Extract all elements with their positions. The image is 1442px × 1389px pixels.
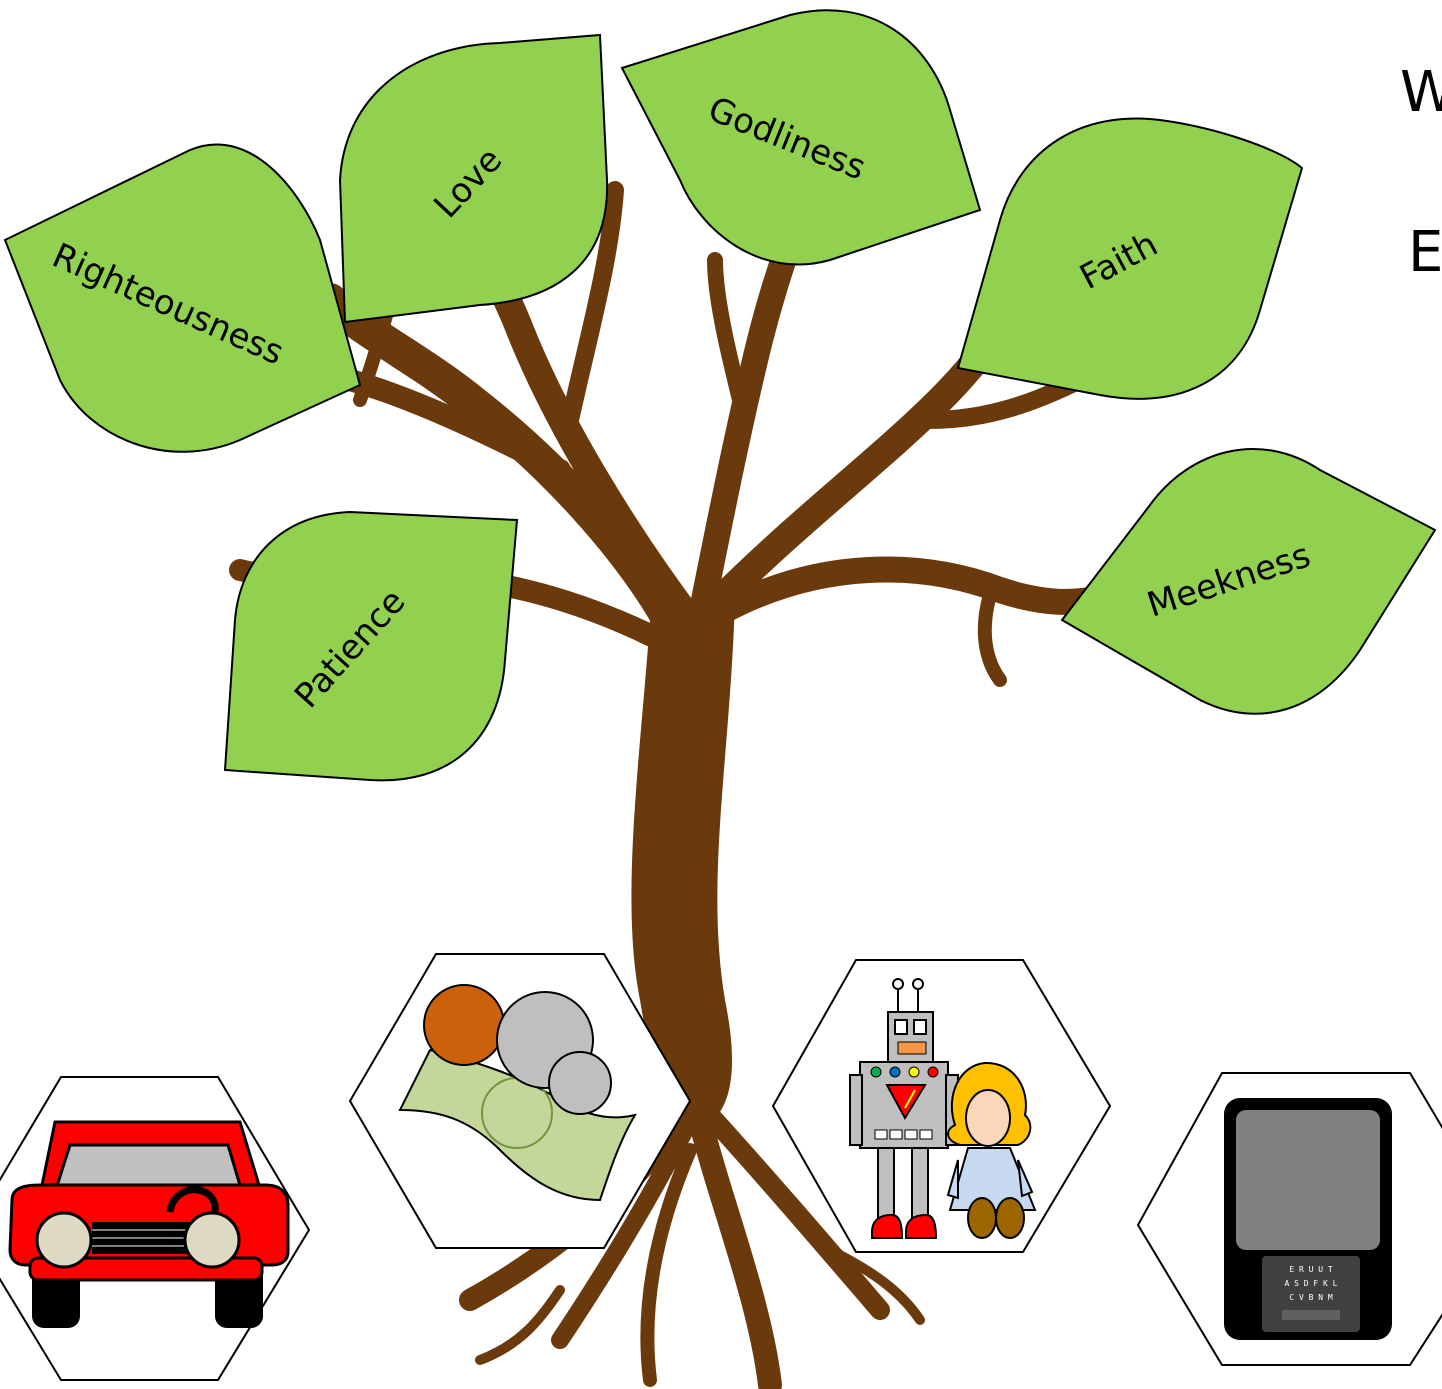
ereader-key-row-1: E R U U T bbox=[1289, 1265, 1333, 1274]
car-icon bbox=[8, 1120, 290, 1328]
leaf-meekness: Meekness bbox=[1060, 448, 1437, 715]
ereader-spacebar bbox=[1282, 1310, 1340, 1320]
leaf-patience: Patience bbox=[223, 510, 519, 782]
leaf-faith: Faith bbox=[956, 117, 1304, 400]
tree-trunk bbox=[631, 600, 735, 1130]
heading-line-1: W bbox=[1400, 60, 1442, 125]
leaf-love: Love bbox=[338, 33, 609, 324]
ereader-key-row-3: C V B N M bbox=[1289, 1293, 1333, 1302]
leaf-righteousness: Righteousness bbox=[3, 143, 362, 453]
ereader-icon: E R U U T A S D F K L C V B N M bbox=[1224, 1098, 1392, 1340]
hexagon-money bbox=[348, 953, 692, 1249]
toys-icon bbox=[849, 978, 1037, 1239]
money-icon bbox=[398, 984, 638, 1202]
tree bbox=[229, 181, 1103, 1389]
hexagon-ereader: E R U U T A S D F K L C V B N M bbox=[1136, 1072, 1442, 1366]
hexagon-car bbox=[0, 1076, 311, 1381]
ereader-key-row-2: A S D F K L bbox=[1285, 1279, 1338, 1288]
leaf-godliness: Godliness bbox=[620, 9, 982, 266]
hexagon-toys bbox=[771, 959, 1112, 1253]
tree-branches bbox=[229, 181, 1103, 687]
heading-line-2: E bbox=[1408, 220, 1442, 285]
